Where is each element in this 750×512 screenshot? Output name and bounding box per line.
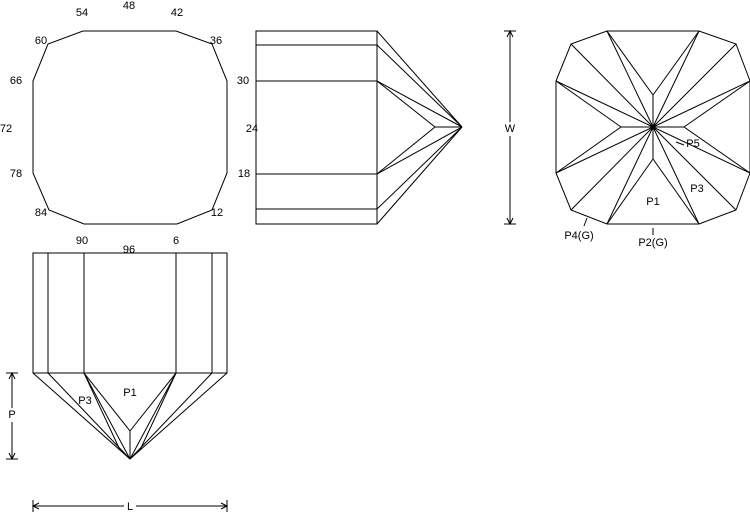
facet-label-p5: P5 [686, 138, 699, 150]
facet-label-p4g: P4(G) [564, 230, 593, 242]
index-label-66: 66 [10, 75, 22, 87]
facet-label-p2g: P2(G) [638, 237, 667, 249]
pavilion-depth-dimension: P [6, 371, 18, 461]
length-dimension: L [31, 500, 229, 512]
facet-label-p1-top: P1 [646, 196, 659, 208]
index-label-24: 24 [246, 123, 258, 135]
girdle-outline-view: 54 48 42 36 30 24 18 12 6 96 90 84 78 72… [0, 0, 258, 256]
index-label-6: 6 [173, 235, 179, 247]
facet-label-p3-top: P3 [690, 183, 703, 195]
side-profile-view [255, 30, 463, 225]
girdle-front-rect [32, 252, 228, 374]
width-dimension: W [504, 29, 516, 226]
facet-label-p1-side: P1 [123, 387, 136, 399]
pavilion-top-view: P5 P3 P1 P4(G) P2(G) [555, 30, 750, 249]
index-label-60: 60 [35, 35, 47, 47]
facet-label-p3-side: P3 [78, 395, 91, 407]
pavilion-depth-label: P [8, 409, 15, 421]
index-label-30: 30 [237, 75, 249, 87]
length-label: L [127, 501, 133, 512]
index-label-90: 90 [76, 235, 88, 247]
girdle-side-rect [255, 30, 378, 225]
index-label-84: 84 [35, 207, 47, 219]
index-label-18: 18 [238, 168, 250, 180]
index-label-12: 12 [211, 207, 223, 219]
index-label-54: 54 [76, 7, 88, 19]
girdle-outline [32, 30, 228, 225]
index-label-96: 96 [123, 244, 135, 256]
front-profile-view: P1 P3 [32, 252, 228, 460]
index-label-42: 42 [171, 7, 183, 19]
index-label-36: 36 [210, 35, 222, 47]
index-label-78: 78 [10, 168, 22, 180]
width-label: W [505, 123, 516, 135]
index-label-72: 72 [0, 123, 12, 135]
index-label-48: 48 [123, 0, 135, 12]
